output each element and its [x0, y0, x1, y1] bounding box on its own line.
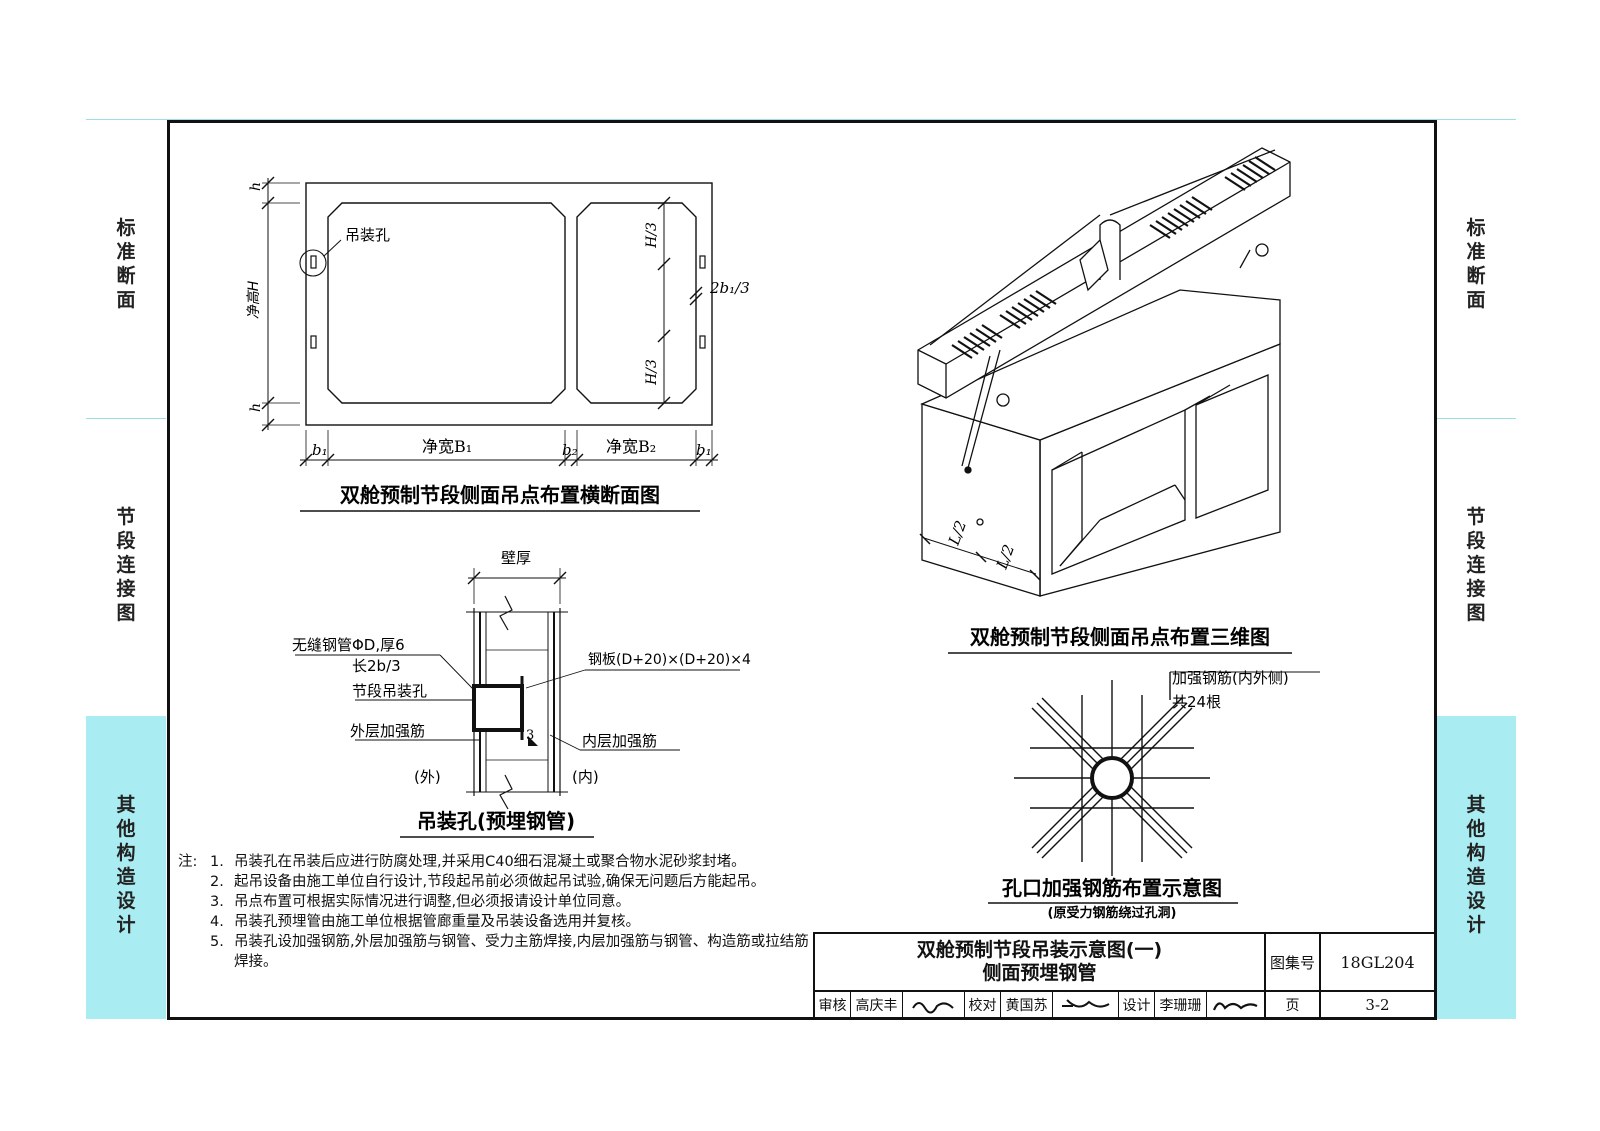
reviewer-name: 高庆丰	[851, 992, 903, 1017]
opening-rebar-subcaption: (原受力钢筋绕过孔洞)	[1048, 905, 1177, 921]
title-block: 双舱预制节段吊装示意图(一) 侧面预埋钢管 图集号 18GL204 审核 高庆丰…	[813, 932, 1434, 1017]
pipe-label-2: 长2b/3	[352, 657, 401, 675]
page-label: 页	[1266, 992, 1321, 1017]
wall-thickness-label: 壁厚	[501, 549, 531, 567]
note-item: 4.吊装孔预埋管由施工单位根据管廊重量及吊装设备选用并复核。	[210, 914, 640, 930]
three-d-caption: 双舱预制节段侧面吊点布置三维图	[970, 625, 1270, 649]
notes-label: 注:	[178, 854, 198, 870]
right-tab-band	[1436, 716, 1516, 1019]
clear-height-label: 净高H	[246, 280, 262, 319]
note-item: 1.吊装孔在吊装后应进行防腐处理,并采用C40细石混凝土或聚合物水泥砂浆封堵。	[210, 854, 746, 870]
inside-label: (内)	[572, 768, 599, 786]
left-tab-other-design[interactable]: 其他构造设计	[116, 794, 136, 936]
pipe-label-1: 无缝钢管ΦD,厚6	[292, 636, 405, 654]
left-tab-segment-connection[interactable]: 节段连接图	[116, 506, 136, 624]
review-label: 审核	[815, 992, 851, 1017]
atlas-label: 图集号	[1266, 934, 1321, 992]
drawing-title: 双舱预制节段吊装示意图(一) 侧面预埋钢管	[815, 934, 1266, 992]
designer-signature	[1207, 992, 1266, 1017]
outside-label: (外)	[414, 768, 441, 786]
right-tab-segment-connection[interactable]: 节段连接图	[1466, 506, 1486, 624]
page-number: 3-2	[1365, 995, 1390, 1014]
checker-name: 黄国苏	[1001, 992, 1053, 1017]
left-tab-standard-section[interactable]: 标准断面	[116, 217, 136, 311]
opening-rebar-caption: 孔口加强钢筋布置示意图	[1002, 876, 1222, 900]
b1-third-label: 2b₁/3	[709, 279, 750, 297]
inner-rebar-label: 内层加强筋	[582, 732, 657, 750]
segment-hole-label: 节段吊装孔	[352, 682, 427, 700]
rebar-count-label: 共24根	[1172, 693, 1221, 711]
dim-clear-width-1: 净宽B₁	[422, 437, 472, 456]
lifting-hole-detail-drawing	[295, 568, 740, 810]
lifting-hole-label: 吊装孔	[345, 226, 390, 244]
dim-b1-left: b₁	[312, 441, 328, 459]
guide-line-mid-right	[1436, 418, 1516, 419]
checker-signature	[1053, 992, 1119, 1017]
dim-b2: b₂	[562, 441, 578, 459]
dim-b1-right: b₁	[696, 441, 712, 459]
check-label: 校对	[965, 992, 1001, 1017]
outer-rebar-label: 外层加强筋	[350, 722, 425, 740]
designer-name: 李珊珊	[1155, 992, 1207, 1017]
drawing-title-line-2: 侧面预埋钢管	[982, 962, 1097, 984]
weld-size-label: 3	[526, 728, 534, 743]
design-label: 设计	[1119, 992, 1155, 1017]
three-d-view-drawing	[917, 147, 1291, 597]
strengthening-rebar-label: 加强钢筋(内外侧)	[1172, 669, 1289, 687]
steel-plate-label: 钢板(D+20)×(D+20)×4	[588, 652, 751, 668]
dim-clear-width-2: 净宽B₂	[606, 437, 656, 456]
h-bottom-label: h	[248, 403, 264, 412]
left-tab-band	[86, 716, 166, 1019]
note-item: 2.起吊设备由施工单位自行设计,节段起吊前必须做起吊试验,确保无问题后方能起吊。	[210, 874, 766, 890]
h3-bottom-label: H/3	[644, 359, 660, 386]
guide-line-top	[86, 119, 1516, 120]
opening-rebar-drawing	[1014, 671, 1320, 876]
notes-list: 1.吊装孔在吊装后应进行防腐处理,并采用C40细石混凝土或聚合物水泥砂浆封堵。 …	[210, 852, 810, 972]
atlas-number: 18GL204	[1321, 934, 1434, 992]
drawing-title-line-1: 双舱预制节段吊装示意图(一)	[916, 939, 1163, 961]
reviewer-signature	[903, 992, 965, 1017]
drawing-sheet	[167, 120, 1437, 1020]
h-top-label: h	[248, 182, 264, 191]
guide-line-mid	[86, 418, 166, 419]
right-tab-standard-section[interactable]: 标准断面	[1466, 217, 1486, 311]
note-item: 5.吊装孔设加强钢筋,外层加强筋与钢管、受力主筋焊接,内层加强筋与钢管、构造筋或…	[210, 934, 809, 970]
cross-section-drawing	[261, 176, 719, 512]
right-tab-other-design[interactable]: 其他构造设计	[1466, 794, 1486, 936]
note-item: 3.吊点布置可根据实际情况进行调整,但必须报请设计单位同意。	[210, 894, 631, 910]
cross-section-caption: 双舱预制节段侧面吊点布置横断面图	[340, 483, 660, 507]
lifting-hole-caption: 吊装孔(预埋钢管)	[417, 809, 575, 833]
h3-top-label: H/3	[644, 222, 660, 249]
